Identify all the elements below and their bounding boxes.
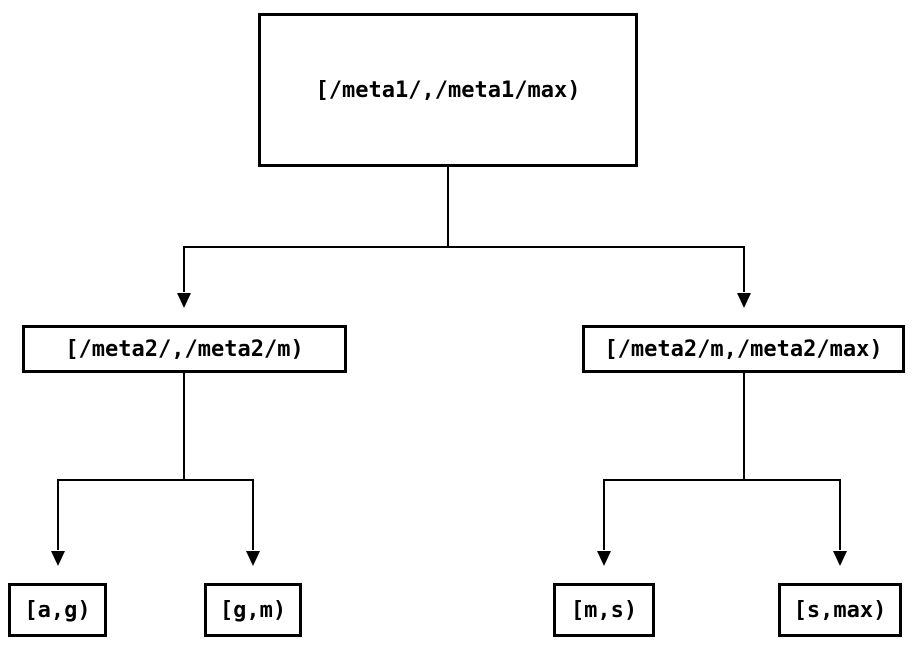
node-leaf-gm-label: [g,m)	[219, 597, 287, 623]
node-leaf-ms: [m,s)	[553, 583, 655, 637]
node-leaf-gm: [g,m)	[204, 583, 302, 637]
node-leaf-ms-label: [m,s)	[570, 597, 638, 623]
node-leaf-ag: [a,g)	[8, 583, 107, 637]
arrowhead-icon	[833, 551, 847, 566]
node-root: [/meta1/,/meta1/max)	[258, 13, 638, 167]
node-leaf-smax: [s,max)	[778, 583, 902, 637]
arrowhead-icon	[246, 551, 260, 566]
arrowhead-icon	[737, 293, 751, 308]
node-root-label: [/meta1/,/meta1/max)	[315, 77, 581, 103]
node-left-child-label: [/meta2/,/meta2/m)	[65, 336, 304, 362]
node-right-child-label: [/meta2/m,/meta2/max)	[604, 336, 883, 362]
arrowhead-icon	[177, 293, 191, 308]
node-leaf-smax-label: [s,max)	[793, 597, 887, 623]
arrowhead-icon	[51, 551, 65, 566]
node-right-child: [/meta2/m,/meta2/max)	[582, 325, 905, 373]
node-left-child: [/meta2/,/meta2/m)	[22, 325, 347, 373]
arrowhead-icon	[597, 551, 611, 566]
node-leaf-ag-label: [a,g)	[24, 597, 91, 623]
